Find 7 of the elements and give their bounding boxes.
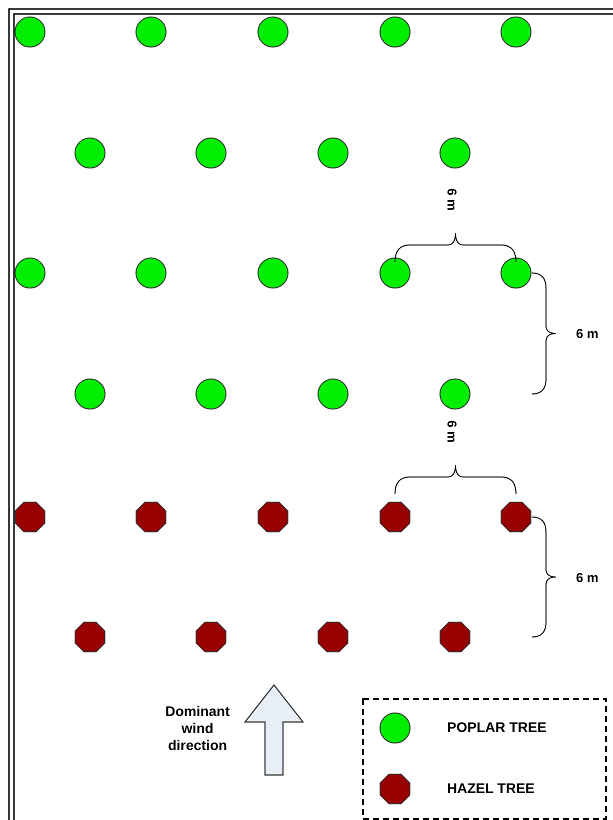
- dimension-label: 6 m: [444, 188, 460, 211]
- dimension-label: 6 m: [444, 420, 460, 443]
- legend-label: POPLAR TREE: [447, 719, 547, 735]
- dimension-label: 6 m: [576, 570, 598, 585]
- legend-label: HAZEL TREE: [447, 780, 535, 796]
- direction-label: Dominant wind direction: [164, 703, 231, 754]
- dimension-label: 6 m: [576, 326, 598, 341]
